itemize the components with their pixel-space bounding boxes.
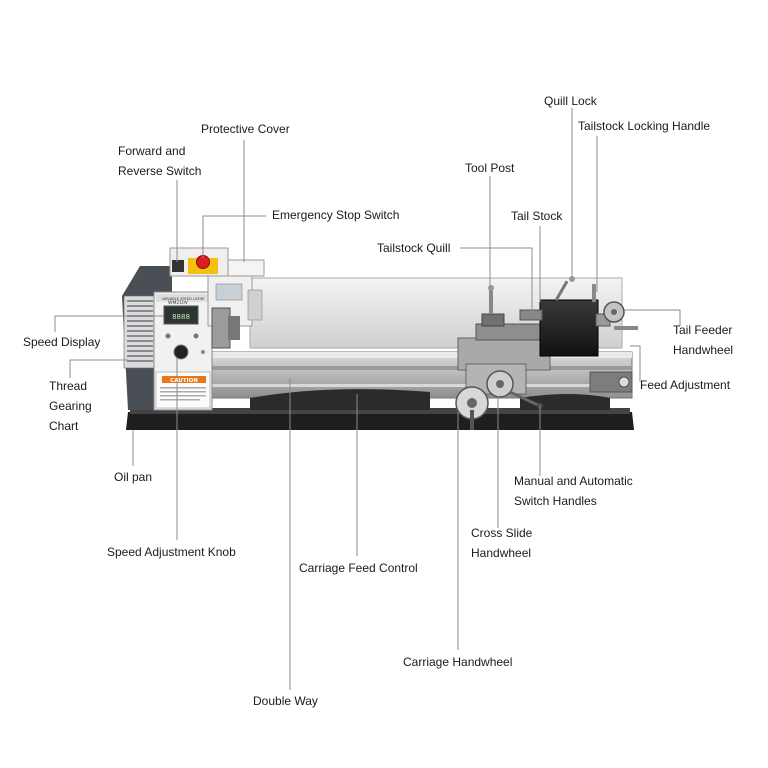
leader-tail-feeder xyxy=(624,309,681,326)
label-manual-auto-line1: Manual and Automatic xyxy=(514,474,633,488)
label-feed-adjustment: Feed Adjustment xyxy=(640,378,731,392)
label-thread-gearing-line3: Chart xyxy=(49,419,79,433)
label-emergency-stop: Emergency Stop Switch xyxy=(272,208,400,222)
label-tail-feeder-line1: Tail Feeder xyxy=(673,323,733,337)
svg-text:8888: 8888 xyxy=(172,313,190,321)
label-speed-adjustment-knob: Speed Adjustment Knob xyxy=(107,545,236,559)
caution-label: CAUTION xyxy=(170,378,198,384)
chuck xyxy=(211,307,240,349)
label-carriage-handwheel: Carriage Handwheel xyxy=(403,655,513,669)
leader-speed-display xyxy=(54,315,164,332)
leader-thread-gearing xyxy=(69,359,128,378)
leader-feed-adjustment xyxy=(630,345,641,382)
label-tailstock-quill: Tailstock Quill xyxy=(377,241,451,255)
leader-emergency-stop xyxy=(202,215,266,258)
panel-header: VARIABLE SPEED LATHE xyxy=(162,297,206,301)
label-oil-pan: Oil pan xyxy=(114,470,153,484)
label-thread-gearing-line2: Gearing xyxy=(49,399,92,413)
carriage xyxy=(455,285,551,430)
lathe-bed xyxy=(211,351,633,410)
leader-lines xyxy=(54,108,681,690)
label-manual-auto-line2: Switch Handles xyxy=(514,494,597,508)
tailstock xyxy=(519,276,638,357)
label-forward-reverse-line2: Reverse Switch xyxy=(118,164,202,178)
switch-box xyxy=(169,247,229,277)
label-tail-feeder-line2: Handwheel xyxy=(673,343,734,357)
label-tail-stock: Tail Stock xyxy=(511,209,563,223)
label-forward-reverse-line1: Forward and xyxy=(118,144,186,158)
label-tailstock-locking-handle: Tailstock Locking Handle xyxy=(578,119,711,133)
label-quill-lock: Quill Lock xyxy=(544,94,597,108)
label-cross-slide-line1: Cross Slide xyxy=(471,526,533,540)
label-cross-slide-line2: Handwheel xyxy=(471,546,532,560)
label-tool-post: Tool Post xyxy=(465,161,515,175)
leader-tailstock-quill xyxy=(460,247,533,312)
label-thread-gearing-line1: Thread xyxy=(49,379,88,393)
headstock: 8888 xyxy=(122,266,213,411)
panel-model: WM210V xyxy=(168,300,189,306)
label-carriage-feed-control: Carriage Feed Control xyxy=(299,561,418,575)
label-protective-cover: Protective Cover xyxy=(201,122,290,136)
oil-pan xyxy=(126,408,634,430)
label-speed-display: Speed Display xyxy=(23,335,101,349)
label-double-way: Double Way xyxy=(253,694,318,708)
